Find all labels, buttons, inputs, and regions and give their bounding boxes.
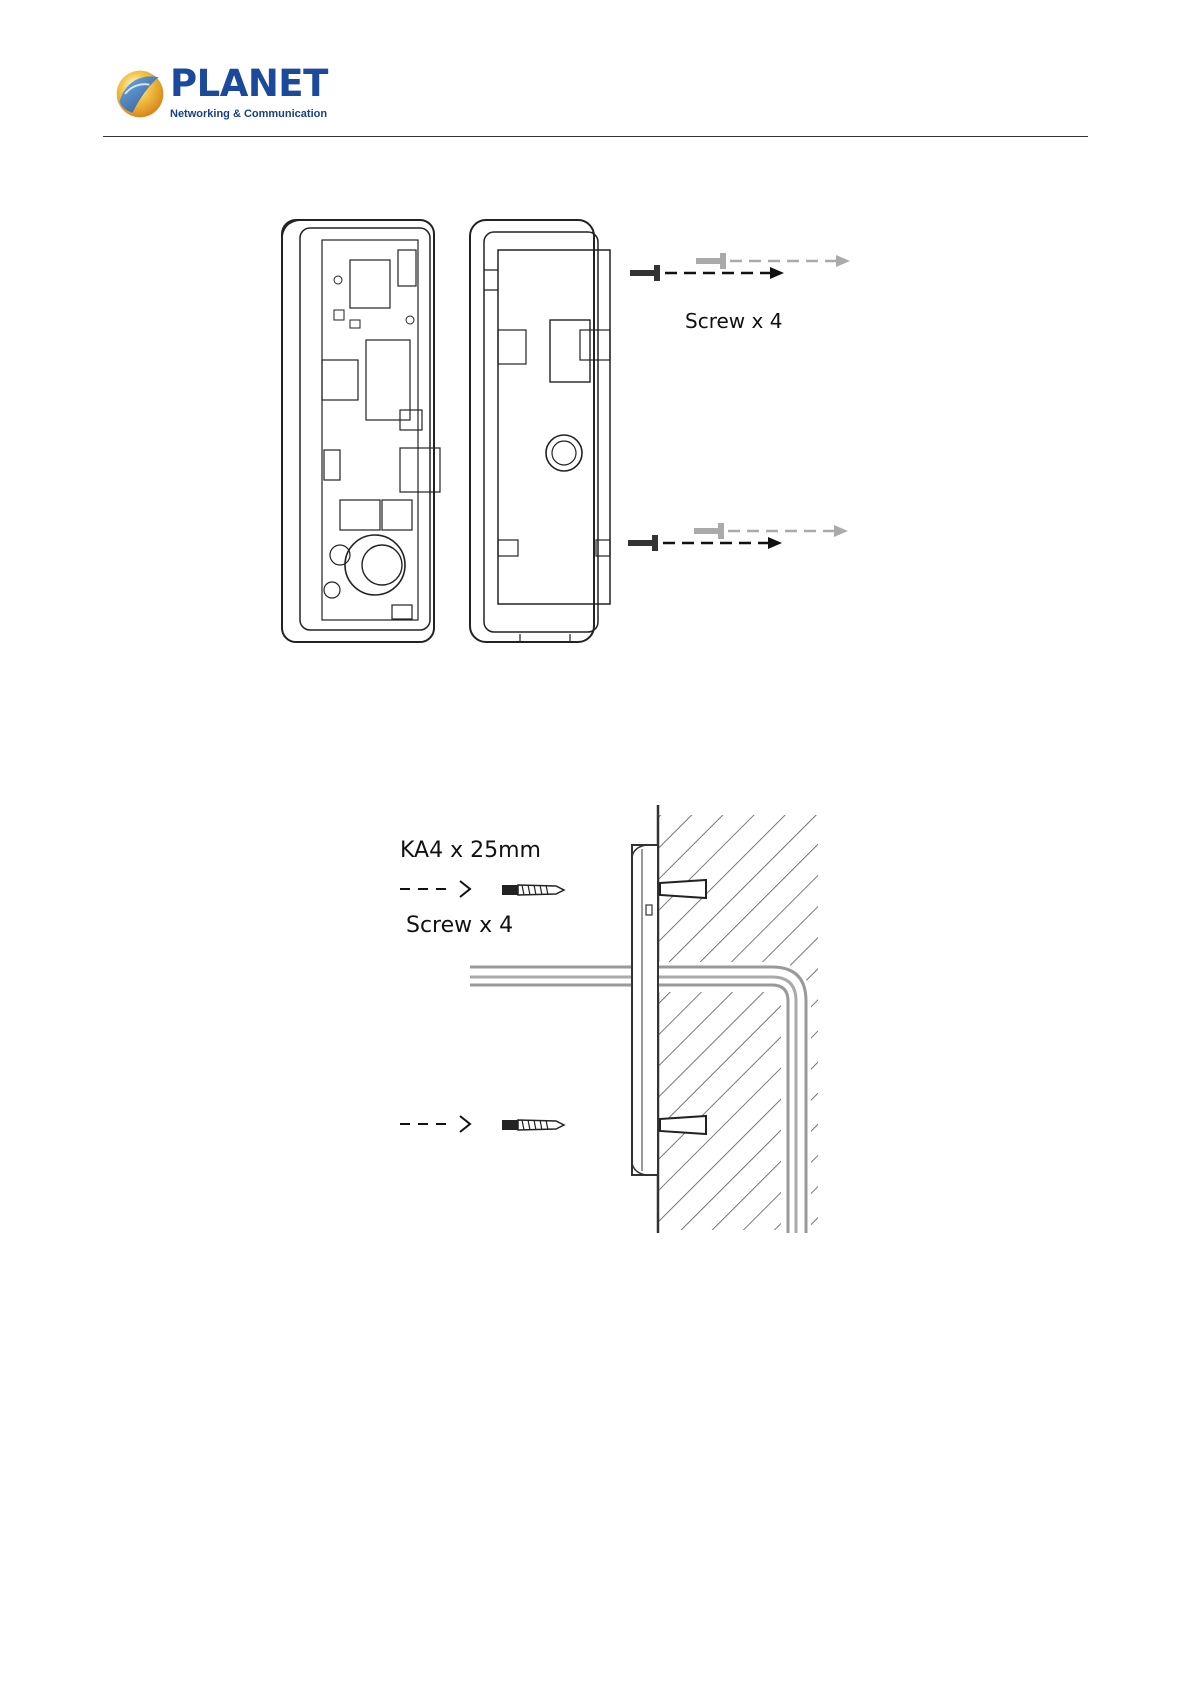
device-front-open-illustration	[282, 220, 440, 642]
page-header: PLANET Networking & Communication	[0, 0, 1190, 140]
device-side-profile	[632, 845, 658, 1175]
screw-count-label: Screw x 4	[406, 913, 513, 938]
screw-arrow-top	[400, 881, 564, 897]
wall-anchor-top	[660, 880, 706, 898]
screw-arrow-bottom	[400, 1116, 564, 1132]
figure-wall-mount-diagram: KA4 x 25mm Screw x 4	[390, 805, 830, 1235]
planet-globe-logo-icon	[112, 66, 168, 122]
figure-disassembly-diagram: Screw x 4	[270, 210, 940, 650]
brand-name: PLANET	[170, 62, 328, 105]
header-divider	[103, 136, 1088, 137]
screw-arrow-bottom	[628, 523, 848, 551]
wall-anchor-bottom	[660, 1116, 706, 1134]
screw-arrow-top	[630, 253, 850, 281]
screw-count-label: Screw x 4	[685, 309, 782, 333]
screw-spec-label: KA4 x 25mm	[400, 838, 541, 863]
device-back-illustration	[470, 220, 610, 642]
brand-tagline: Networking & Communication	[170, 108, 327, 120]
